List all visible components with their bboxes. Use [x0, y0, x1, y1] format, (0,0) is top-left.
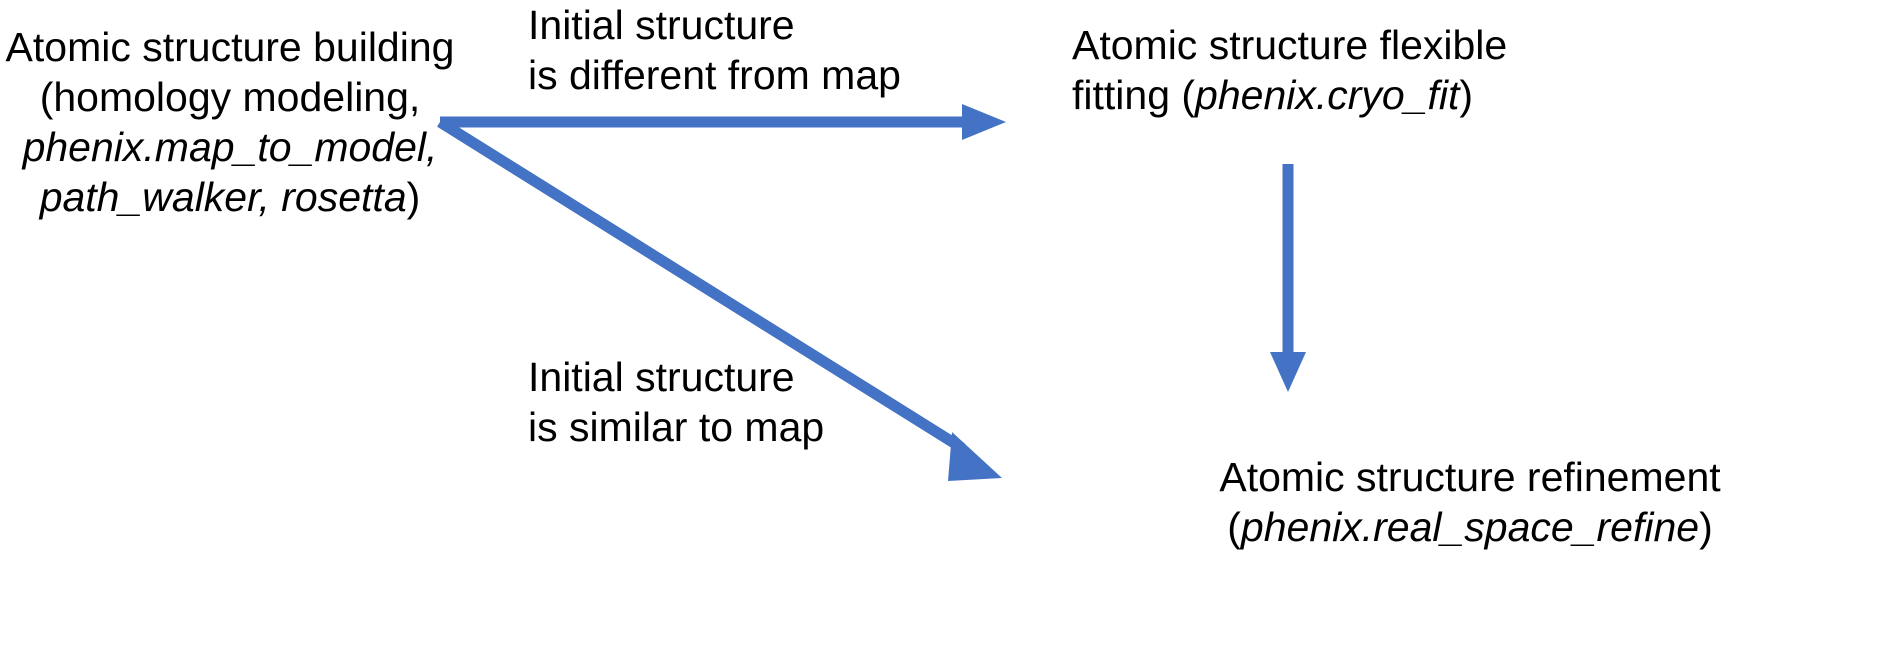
arrow-flexible-fitting-to-refinement [1270, 164, 1306, 392]
edge-label-similar-line-2: is similar to map [528, 404, 825, 451]
node-refinement-line-2-pre: ( [1227, 504, 1241, 551]
node-refinement-line-2-post: ) [1699, 504, 1713, 551]
edge-label-different-line-2: is different from map [528, 52, 901, 99]
node-refinement-line-1: Atomic structure refinement [1219, 454, 1721, 500]
node-building-line-4-tail: ) [406, 174, 421, 221]
node-flexible-fitting-line-2-italic: phenix.cryo_fit [1195, 72, 1460, 119]
node-refinement-line-2-italic: phenix.real_space_refine [1240, 504, 1700, 551]
node-building-line-4-italic: path_walker, rosetta [39, 174, 407, 221]
node-flexible-fitting-line-1: Atomic structure flexible [1072, 22, 1508, 68]
node-building-line-4: path_walker, rosetta) [0, 172, 460, 222]
node-atomic-structure-building: Atomic structure building (homology mode… [0, 22, 460, 222]
node-refinement-line-2: (phenix.real_space_refine) [1060, 502, 1880, 552]
node-flexible-fitting-line-2: fitting (phenix.cryo_fit) [1072, 70, 1592, 120]
node-atomic-structure-refinement: Atomic structure refinement (phenix.real… [1060, 452, 1880, 552]
edge-label-different-from-map: Initial structure is different from map [528, 0, 928, 100]
node-building-line-3: phenix.map_to_model, [22, 124, 438, 171]
node-building-line-1: Atomic structure building [5, 24, 455, 70]
node-flexible-fitting-line-2-post: ) [1459, 72, 1474, 119]
arrow-building-to-flexible-fitting [440, 104, 1006, 140]
edge-label-different-line-1: Initial structure [528, 2, 795, 48]
node-building-line-2: (homology modeling, [39, 74, 421, 121]
node-atomic-structure-flexible-fitting: Atomic structure flexible fitting (pheni… [1072, 20, 1592, 120]
edge-label-similar-line-1: Initial structure [528, 354, 795, 400]
edge-label-similar-to-map: Initial structure is similar to map [528, 352, 928, 452]
node-flexible-fitting-line-2-pre: fitting ( [1072, 72, 1196, 119]
